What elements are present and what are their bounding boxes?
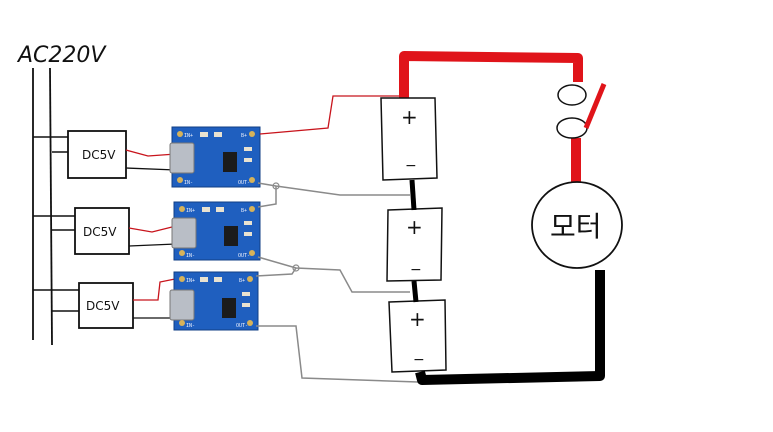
thick-red-wire [399,51,583,98]
adapter-2: DC5V [74,207,130,255]
switch [556,83,607,139]
adapter-2-red-wire [128,225,177,233]
battery-2-minus: − [410,262,422,278]
usb-port [169,142,195,174]
usb-port [169,289,195,321]
motor-label: 모터 [550,210,602,243]
usb-port [171,217,197,249]
gray-wire-module-3-up [255,267,297,277]
mains-line-right [49,67,53,346]
svg-text:OUT-: OUT- [238,180,250,186]
battery-link-1-2 [409,179,417,211]
battery-1-minus: − [405,158,417,174]
mains-tap-1 [33,136,70,153]
charger-ic [224,226,238,246]
svg-text:IN+: IN+ [184,133,193,139]
gray-wire-module-2-up [257,186,277,208]
adapter-2-label: DC5V [83,225,117,239]
svg-text:IN-: IN- [184,180,193,186]
svg-text:IN+: IN+ [186,208,195,214]
battery-1-plus: + [401,105,418,129]
mains-tap-2 [33,215,76,231]
battery-3: + − [388,299,447,373]
charger-ic [222,298,236,318]
adapter-2-black-wire [128,243,177,247]
svg-text:IN+: IN+ [186,278,195,284]
battery-3-minus: − [413,352,425,368]
svg-text:B+: B+ [241,133,247,139]
gray-wire-module-3 [256,325,419,383]
adapter-3: DC5V [78,282,134,329]
adapter-3-label: DC5V [86,299,120,313]
mains-label: AC220V [16,43,107,68]
wire-junction [272,182,280,190]
gray-wire-module-1 [257,182,410,196]
battery-3-plus: + [409,307,426,331]
adapter-1-black-wire [125,167,177,171]
adapter-1-red-wire [125,149,177,157]
svg-text:B+: B+ [239,278,245,284]
wire-junction [292,264,300,272]
svg-text:OUT-: OUT- [238,253,250,259]
mains-tap-3 [33,289,80,312]
module-1-red-wire [259,95,400,135]
battery-1: + − [380,97,438,181]
charger-ic [223,152,237,172]
adapter-1-label: DC5V [82,148,116,162]
battery-2: + − [386,207,443,282]
charger-module-2: IN+ B+ IN- OUT- [171,201,261,261]
motor: 모터 [531,181,623,269]
adapter-1: DC5V [67,130,127,179]
svg-text:OUT-: OUT- [236,323,248,329]
adapter-3-red-wire [133,277,181,301]
thick-black-wire [415,270,605,385]
battery-link-2-3 [411,280,419,303]
gray-wire-module-2-down [257,256,410,293]
charger-module-3: IN+ B+ IN- OUT- [169,271,259,331]
svg-text:IN-: IN- [186,323,195,329]
battery-2-plus: + [406,215,423,239]
charger-module-1: IN+ B+ IN- OUT- [169,126,261,188]
svg-text:B+: B+ [241,208,247,214]
svg-text:IN-: IN- [186,253,195,259]
